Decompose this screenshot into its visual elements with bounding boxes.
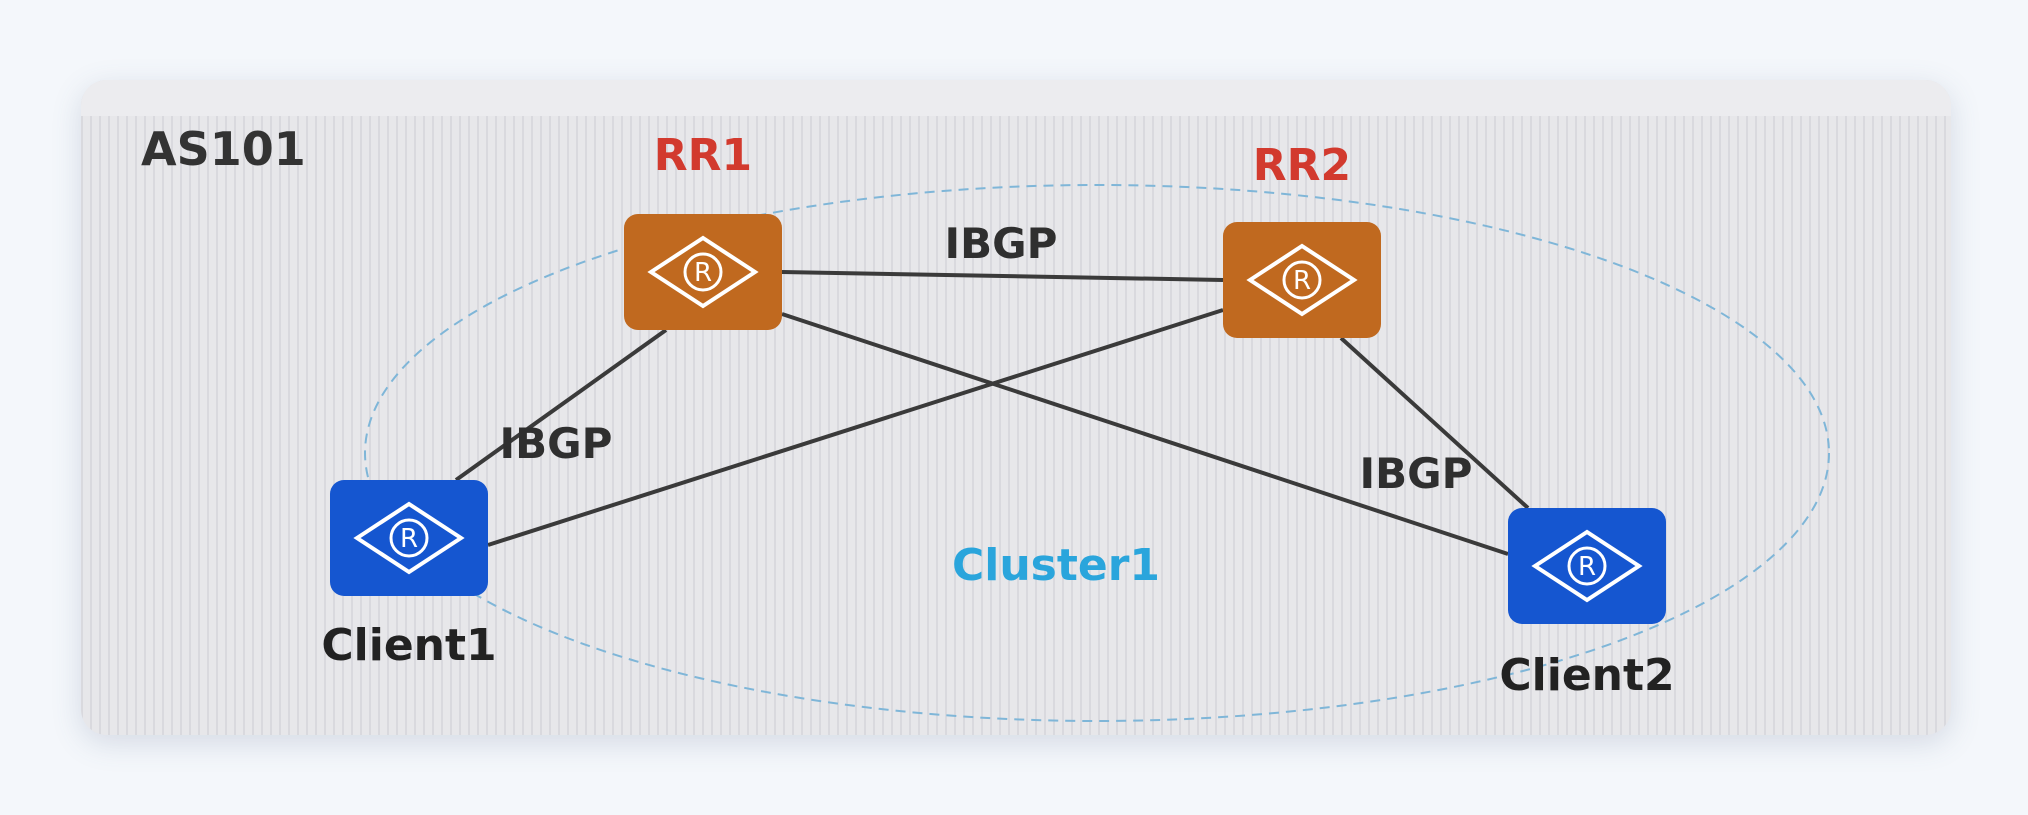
router-box-client2 [1508, 508, 1666, 624]
node-label-rr1: RR1 [654, 130, 752, 181]
edge-label-rr1-client1: IBGP [500, 419, 613, 468]
router-box-rr1 [624, 214, 782, 330]
as-label: AS101 [141, 122, 306, 176]
edge-rr1-rr2 [781, 270, 1224, 282]
edge-label-rr1-rr2: IBGP [945, 219, 1058, 268]
edge-labels-layer: IBGP IBGP IBGP [500, 219, 1473, 498]
edge-rr2-client2 [1339, 336, 1530, 510]
edge-rr1-client1 [454, 328, 668, 482]
router-icon: R [353, 501, 465, 575]
router-glyph: R [1293, 266, 1311, 296]
router-glyph: R [1578, 552, 1596, 582]
router-icon: R [1531, 529, 1643, 603]
diagram-background [81, 80, 1951, 735]
router-box-rr2 [1223, 222, 1381, 338]
node-label-rr2: RR2 [1253, 140, 1351, 191]
router-glyph: R [400, 524, 418, 554]
node-client1: R Client1 [321, 480, 497, 671]
router-glyph: R [694, 258, 712, 288]
node-rr2: R RR2 [1223, 140, 1381, 338]
router-icon: R [1246, 243, 1358, 317]
router-icon: R [647, 235, 759, 309]
edges-layer [454, 270, 1530, 556]
node-rr1: R RR1 [624, 130, 782, 330]
router-box-client1 [330, 480, 488, 596]
cluster-boundary [364, 184, 1830, 722]
node-label-client2: Client2 [1499, 650, 1674, 701]
node-client2: R Client2 [1499, 508, 1675, 701]
cluster-label: Cluster1 [952, 540, 1160, 591]
edge-label-rr2-client2: IBGP [1360, 449, 1473, 498]
edge-rr2-client1 [487, 308, 1224, 547]
top-band [81, 80, 1951, 116]
node-label-client1: Client1 [321, 620, 496, 671]
edge-rr1-client2 [781, 312, 1509, 556]
